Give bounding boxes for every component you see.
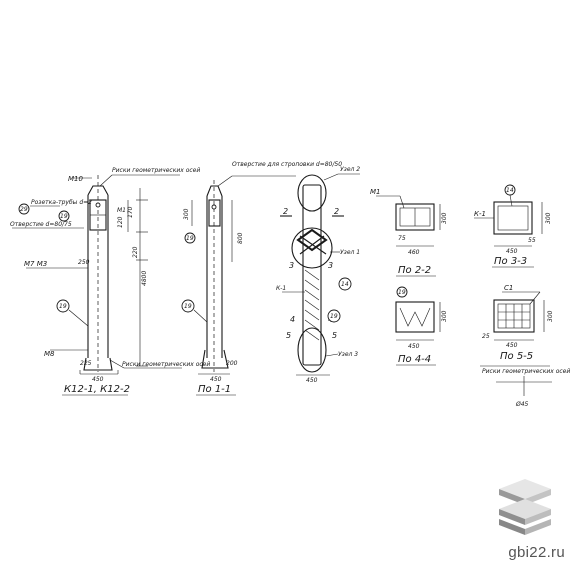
- side-view: Отверстие для строповки d=80/50 300 800 …: [181, 161, 342, 396]
- cut-3-left: 3: [289, 261, 294, 270]
- side-note-hole: Отверстие для строповки d=80/50: [232, 161, 342, 168]
- node-bottom: Узел 3: [338, 351, 358, 358]
- mark-k1: К-1: [276, 285, 286, 292]
- sec55-dim-w: 450: [506, 342, 518, 349]
- dim-120: 120: [117, 216, 124, 228]
- svg-text:29: 29: [20, 206, 28, 213]
- dim-m1: М1: [117, 207, 126, 214]
- note-hole: Отверстие d=80/75: [10, 221, 72, 228]
- sec22-dim-s: 75: [398, 235, 406, 242]
- sec33-dim-w: 450: [506, 248, 518, 255]
- sec22-dim-h: 300: [441, 212, 448, 224]
- sec44-bubble: 19: [398, 289, 406, 296]
- section-bubble-14: 14: [341, 281, 349, 288]
- sec33-bubble: 14: [506, 187, 514, 194]
- sec22-mark: М1: [370, 188, 381, 196]
- side-bubble: 19: [184, 303, 192, 310]
- sec22-dim-w: 460: [408, 249, 420, 256]
- stirrups: [304, 269, 320, 341]
- sec44-title: По 4-4: [398, 354, 431, 365]
- section-3-3: 14 К-1 300 55 450 По 3-3: [474, 184, 552, 268]
- section-5-5: С1 300 25 450 По 5-5 Риски геометрически…: [480, 284, 570, 408]
- elevation-bubble: 19: [59, 303, 67, 310]
- elevation-title: К12-1, К12-2: [64, 384, 130, 395]
- site-watermark[interactable]: gbi22.ru: [508, 544, 565, 561]
- cut-4-left: 4: [290, 315, 295, 324]
- cut-2-right: 2: [334, 207, 339, 216]
- node-mid: Узел 1: [340, 249, 360, 256]
- dim-170: 170: [127, 206, 134, 218]
- svg-text:19: 19: [60, 213, 68, 220]
- dim-height: 4800: [141, 271, 148, 286]
- note-rozet: Розетка-трубы d=2: [31, 199, 92, 206]
- sec55-dim-h: 300: [547, 310, 554, 322]
- side-dim-800: 800: [237, 232, 244, 244]
- svg-text:19: 19: [186, 235, 194, 242]
- dim-220: 220: [132, 246, 139, 258]
- dim-225: 225: [80, 360, 92, 367]
- section-dim-450: 450: [306, 377, 318, 384]
- sec55-dim-bottom: Ø45: [515, 401, 529, 408]
- elevation-view: 120 М1 170 4800 220 М10 Риски геометриче…: [10, 167, 210, 396]
- sec55-dim-s: 25: [482, 333, 490, 340]
- sec33-dim-h: 300: [545, 212, 552, 224]
- cut-5-left: 5: [286, 331, 291, 340]
- side-title: По 1-1: [198, 384, 231, 395]
- side-dim-450: 450: [210, 376, 222, 383]
- mark-m8: М8: [44, 350, 55, 358]
- sec22-title: По 2-2: [398, 265, 431, 276]
- node-top: Узел 2: [340, 166, 360, 173]
- sec55-note-axes: Риски геометрических осей: [482, 368, 570, 375]
- dim-250: 250: [78, 259, 90, 266]
- sec55-title: По 5-5: [500, 351, 533, 362]
- side-dim-200: 200: [226, 360, 238, 367]
- sec55-mark: С1: [504, 284, 513, 292]
- sec33-dim-s: 55: [528, 237, 536, 244]
- cut-2-left: 2: [283, 207, 288, 216]
- mark-m7: М7 М3: [24, 260, 47, 268]
- mark-m10: М10: [68, 175, 83, 183]
- stacked-slabs-icon: [499, 479, 551, 535]
- note-axes-bottom: Риски геометрических осей: [122, 361, 210, 368]
- cut-5-right: 5: [332, 331, 337, 340]
- reinforcement-view: 450 Узел 2 Узел 1 Узел 3 2 2 3 3 4 4 5 5…: [276, 166, 360, 384]
- section-bubble-19: 19: [330, 313, 338, 320]
- sec44-dim-w: 450: [408, 343, 420, 350]
- sec33-title: По 3-3: [494, 256, 527, 267]
- side-dim-300: 300: [183, 208, 190, 220]
- note-axes-top: Риски геометрических осей: [112, 167, 200, 174]
- cut-3-right: 3: [328, 261, 333, 270]
- sec33-mark: К-1: [474, 210, 486, 218]
- sec44-dim-h: 300: [441, 310, 448, 322]
- section-4-4: 19 300 450 По 4-4: [395, 286, 448, 366]
- section-2-2: М1 300 75 460 По 2-2: [370, 188, 448, 277]
- dim-450: 450: [92, 376, 104, 383]
